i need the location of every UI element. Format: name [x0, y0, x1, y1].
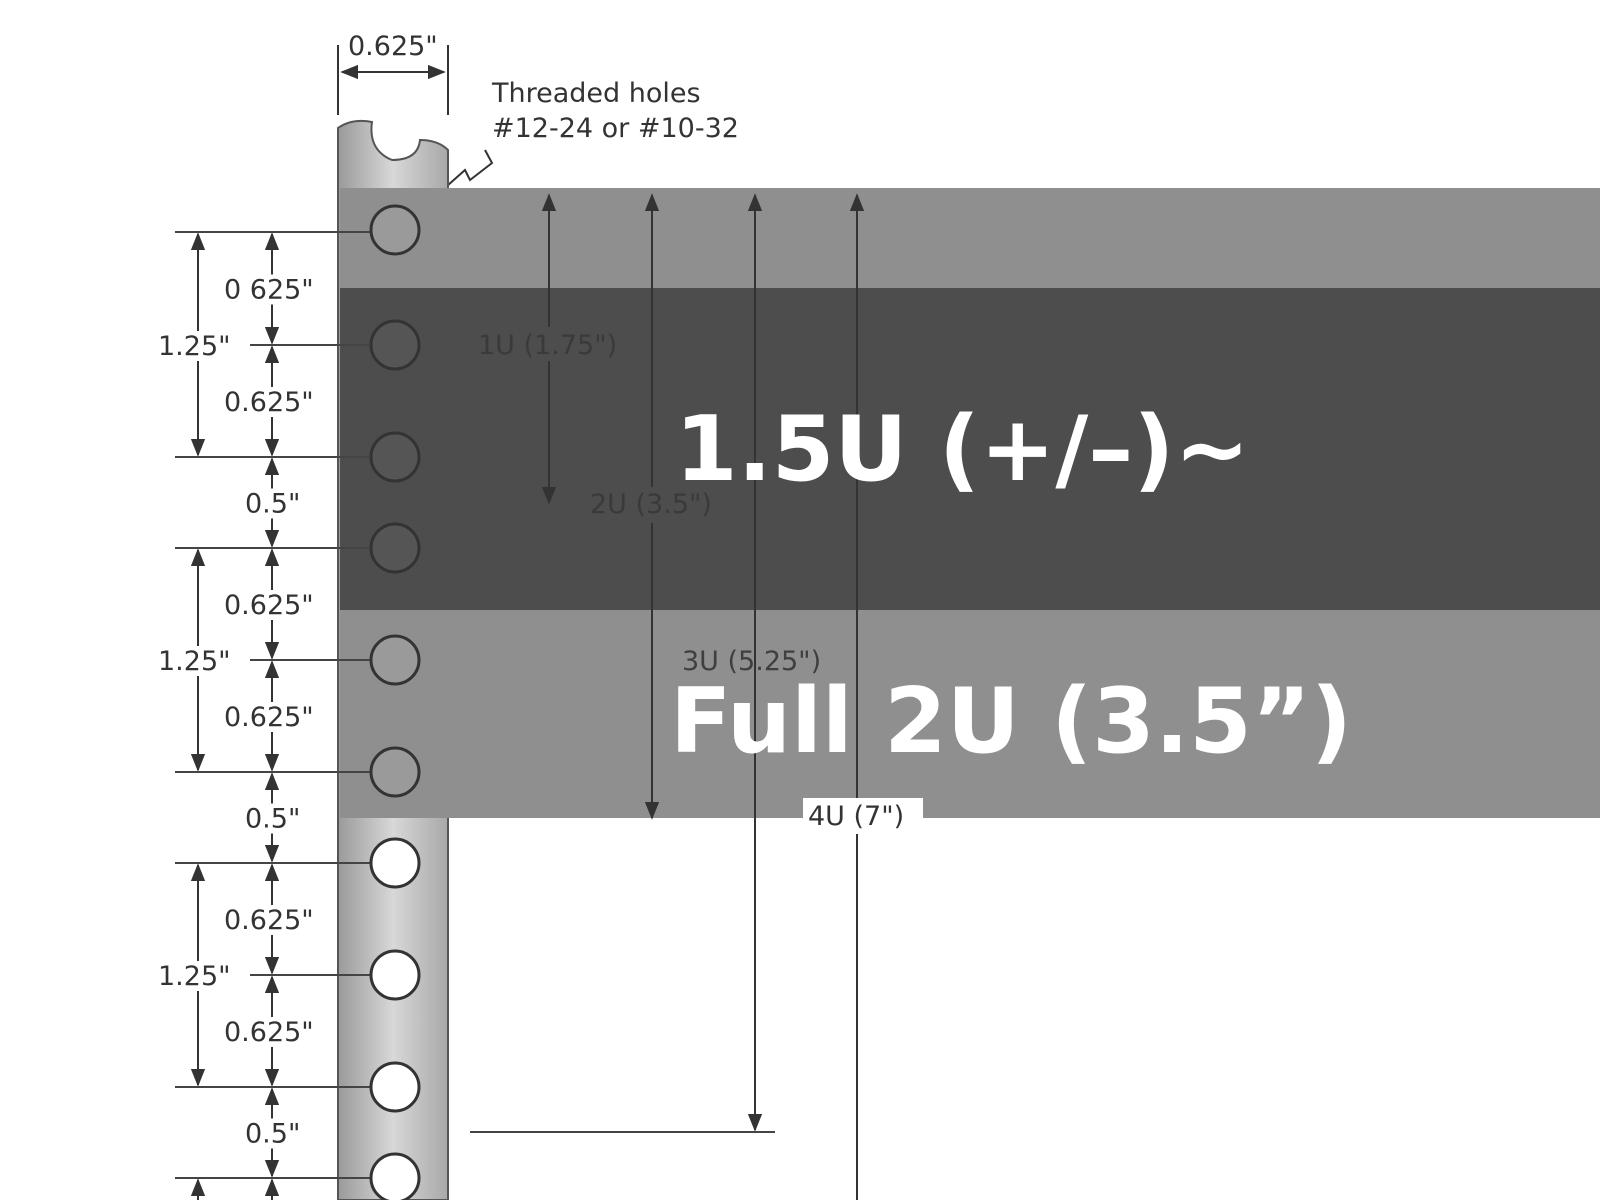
unit-4u-label: 4U (7"): [808, 801, 904, 832]
threaded-holes-note: Threaded holes #12-24 or #10-32: [418, 78, 739, 212]
upper-spacing-label: 0 625": [224, 275, 314, 306]
rail-holes: [369, 204, 421, 1200]
holes-note-line1: Threaded holes: [491, 78, 701, 109]
light-band-bottom: [340, 610, 1600, 818]
rail-hole: [369, 319, 421, 371]
rail-hole: [369, 1152, 421, 1200]
pitch-label: 1.25": [158, 646, 231, 677]
pitch-label: 1.25": [158, 961, 231, 992]
gap-label: 0.5": [245, 804, 300, 835]
upper-spacing-label: 0.625": [224, 905, 314, 936]
rail-hole: [369, 837, 421, 889]
rail-hole: [369, 431, 421, 483]
unit-3u-label: 3U (5.25"): [682, 646, 821, 677]
rail-width-dimension: 0.625": [337, 31, 449, 115]
lower-spacing-label: 0.625": [224, 1017, 314, 1048]
upper-spacing-label: 0.625": [224, 590, 314, 621]
rail-hole: [369, 1061, 421, 1113]
hole-spacing-dimensions: 0 625" 1.25" 0.625" 0.5" 0.625" 1.25" 0.625" 0.…: [155, 231, 370, 1200]
lower-spacing-label: 0.625": [224, 387, 314, 418]
rail-hole: [369, 204, 421, 256]
gap-label: 0.5": [245, 489, 300, 520]
unit-2u-label: 2U (3.5"): [590, 489, 712, 520]
unit-height-labels: 1U (1.75") 2U (3.5") 3U (5.25") 4U (7"): [475, 327, 923, 834]
gap-label: 0.5": [245, 1119, 300, 1150]
dark-band-label: 1.5U (+/–)~: [675, 397, 1250, 502]
rail-hole: [369, 522, 421, 574]
rail-hole: [369, 746, 421, 798]
rail-width-label: 0.625": [348, 31, 438, 62]
unit-1u-label: 1U (1.75"): [478, 330, 617, 361]
rail-hole: [369, 634, 421, 686]
pitch-label: 1.25": [158, 331, 231, 362]
light-band-label: Full 2U (3.5”): [670, 669, 1352, 774]
lower-spacing-label: 0.625": [224, 702, 314, 733]
rail-hole: [369, 949, 421, 1001]
light-band-top: [340, 188, 1600, 288]
holes-note-line2: #12-24 or #10-32: [492, 113, 739, 144]
